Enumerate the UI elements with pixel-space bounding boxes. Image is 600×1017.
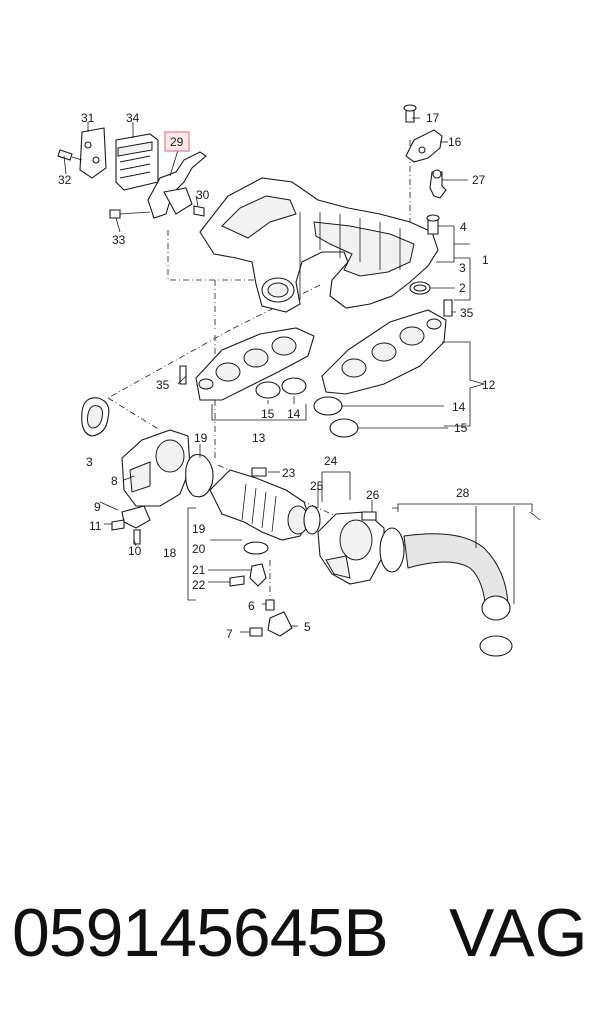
callout-27[interactable]: 27 [472,173,486,187]
callout-34[interactable]: 34 [126,111,140,125]
brand-label: VAG [449,895,588,971]
clamp-left[interactable] [379,527,405,573]
callout-25[interactable]: 25 [310,479,324,493]
screw-11[interactable] [111,519,125,531]
callout-22[interactable]: 22 [192,578,206,592]
callout-33[interactable]: 33 [112,233,126,247]
screw-35-right[interactable] [443,299,453,317]
callout-21[interactable]: 21 [192,563,206,577]
callout-17[interactable]: 17 [426,111,440,125]
gasket-19[interactable] [185,453,214,498]
clamp-right[interactable] [479,635,513,657]
callout-30[interactable]: 30 [196,188,210,202]
intake-pipe-18[interactable] [209,469,311,541]
leaders [63,117,541,633]
callout-labels: 31 34 29 30 32 33 17 16 27 4 1 3 2 35 12… [58,111,496,641]
callout-15-left[interactable]: 15 [261,407,275,421]
callout-2[interactable]: 2 [459,281,466,295]
callout-7[interactable]: 7 [226,627,233,641]
callout-29-highlight [164,131,190,152]
callout-24[interactable]: 24 [324,454,338,468]
seal-25[interactable] [303,505,321,535]
callout-16[interactable]: 16 [448,135,462,149]
gasket-3[interactable] [81,397,110,437]
screw-26[interactable] [361,511,377,521]
callout-6[interactable]: 6 [248,599,255,613]
control-unit-34[interactable] [115,133,159,191]
bracket-9[interactable] [121,505,151,529]
screw-6[interactable] [265,599,275,611]
callout-20[interactable]: 20 [192,542,206,556]
bolt-17[interactable] [403,104,417,123]
hose-28[interactable] [403,533,511,621]
bracket-29[interactable] [147,151,207,219]
callout-28[interactable]: 28 [456,486,470,500]
flange-13[interactable] [195,327,315,401]
seals-right[interactable] [313,396,359,438]
screw-4[interactable] [426,214,440,235]
screw-22[interactable] [229,575,245,587]
callout-14-left[interactable]: 14 [287,407,301,421]
callout-19-lower[interactable]: 19 [192,522,206,536]
screw-7[interactable] [249,627,263,637]
callout-13[interactable]: 13 [252,431,266,445]
throttle-body-24[interactable] [317,511,385,585]
seals-14-15[interactable] [255,377,307,399]
callout-29[interactable]: 29 [170,135,184,149]
screw-33[interactable] [109,209,151,219]
callout-11[interactable]: 11 [89,519,102,533]
callout-15-right[interactable]: 15 [454,421,468,435]
callout-31[interactable]: 31 [81,111,95,125]
bracket-5[interactable] [267,611,293,637]
callout-14-right[interactable]: 14 [452,400,466,414]
flap-housing-8[interactable] [121,429,191,507]
sensor-21[interactable] [249,563,267,587]
callout-9[interactable]: 9 [94,500,101,514]
callout-8[interactable]: 8 [111,474,118,488]
callout-5[interactable]: 5 [304,620,311,634]
bracket-16[interactable] [405,129,443,163]
callout-23[interactable]: 23 [282,466,296,480]
callout-19-top[interactable]: 19 [194,431,208,445]
seal-2[interactable] [409,281,431,295]
callout-10[interactable]: 10 [128,544,142,558]
bolt-32[interactable] [57,149,83,161]
seal-20[interactable] [243,541,269,555]
callout-3-left[interactable]: 3 [86,455,93,469]
callout-4[interactable]: 4 [460,220,467,234]
callout-3-top[interactable]: 3 [459,261,466,275]
screw-10[interactable] [133,529,141,545]
callout-35-right[interactable]: 35 [460,306,474,320]
screw-30[interactable] [193,205,205,217]
screw-23[interactable] [251,467,267,477]
sensor-27[interactable] [429,169,447,199]
exploded-parts-diagram: 31 34 29 30 32 33 17 16 27 4 1 3 2 35 12… [57,104,541,657]
callout-32[interactable]: 32 [58,173,72,187]
callout-26[interactable]: 26 [366,488,380,502]
callout-18[interactable]: 18 [163,546,177,560]
callout-35-left[interactable]: 35 [156,378,170,392]
callout-1[interactable]: 1 [482,253,489,267]
flange-12[interactable] [321,309,447,395]
bracket-31[interactable] [79,127,107,179]
screw-35-left[interactable] [179,365,187,385]
part-number: 059145645B [12,895,389,971]
intake-manifold[interactable] [199,177,439,313]
callout-12[interactable]: 12 [482,378,496,392]
